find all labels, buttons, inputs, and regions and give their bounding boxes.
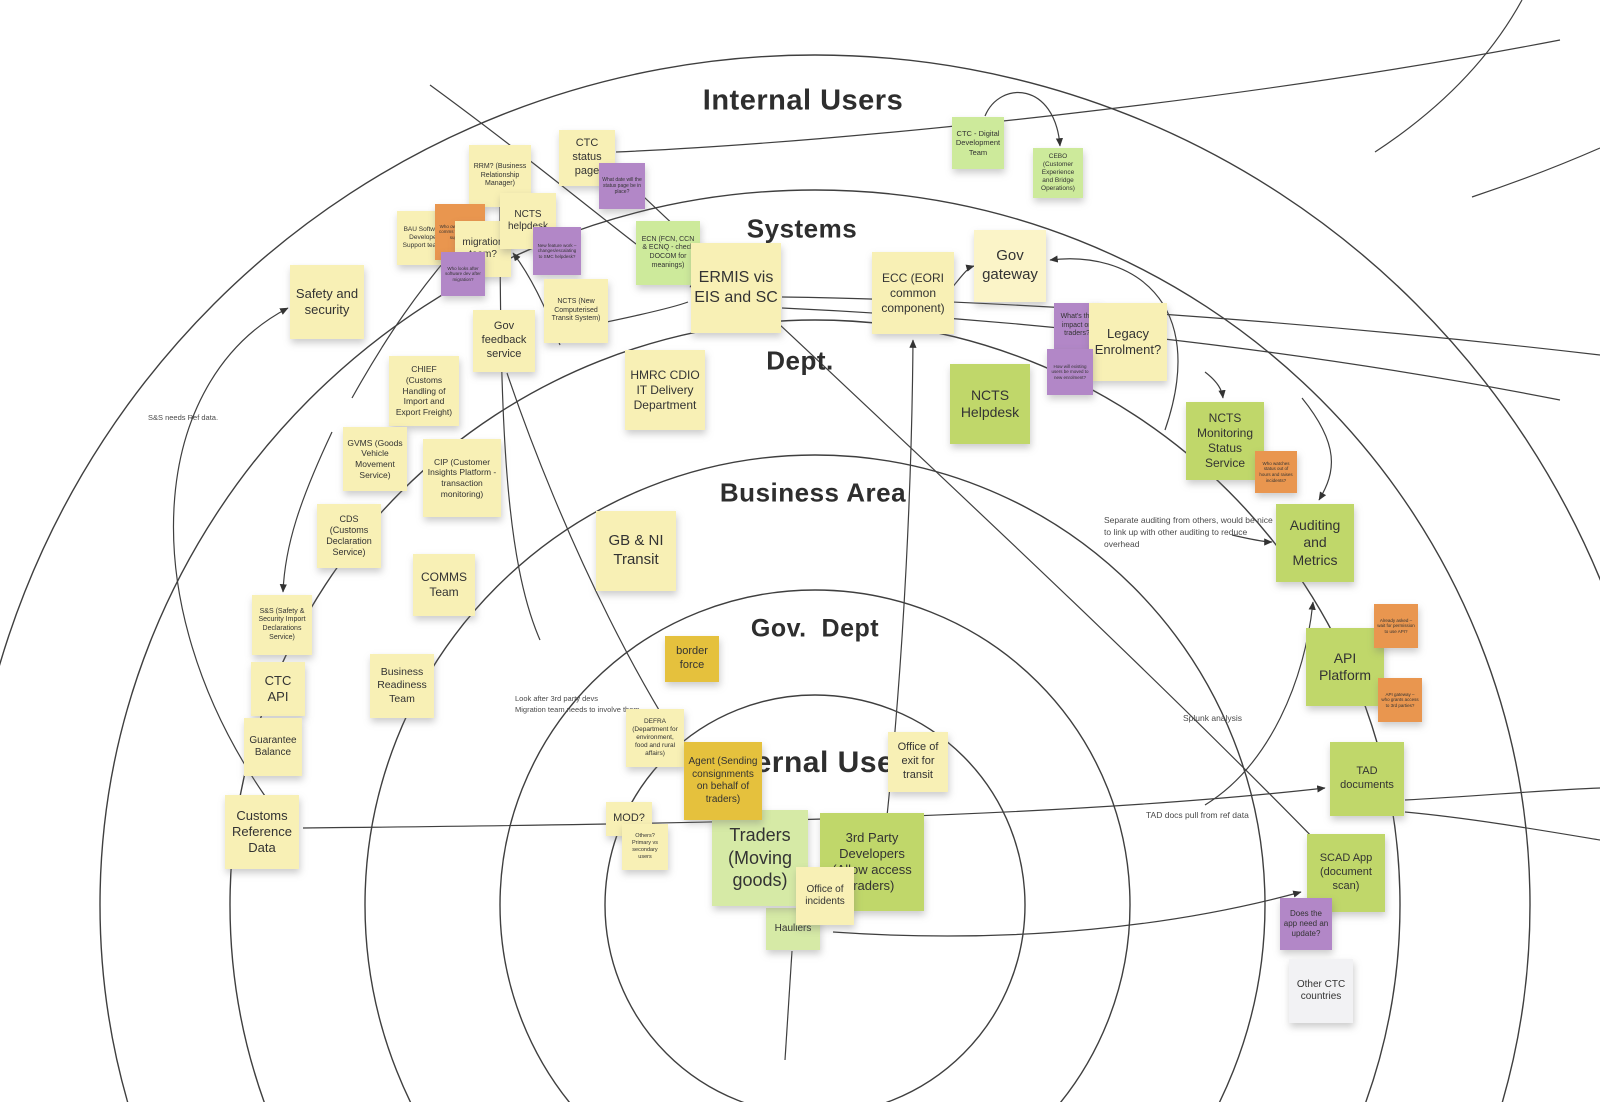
sticky-note-cip[interactable]: CIP (Customer Insights Platform - transa… <box>423 439 501 517</box>
sticky-note-agent[interactable]: Agent (Sending consignments on behalf of… <box>684 742 762 820</box>
ring-circle <box>229 319 1401 1102</box>
sticky-note-ecc[interactable]: ECC (EORI common component) <box>872 252 954 334</box>
sticky-note-ctc-digital-dev-team[interactable]: CTC - Digital Development Team <box>952 117 1004 169</box>
sticky-note-api-question-2[interactable]: API gateway – who grants access to 3rd p… <box>1378 678 1422 722</box>
ring-label-gov-dept[interactable]: Gov. Dept <box>750 614 880 643</box>
annotation-splunk-analysis[interactable]: Splunk analysis <box>1183 713 1243 723</box>
sticky-note-guarantee-balance[interactable]: Guarantee Balance <box>244 718 302 776</box>
annotation-ss-needs-ref-data[interactable]: S&S needs Ref data. <box>148 413 219 422</box>
sticky-note-third-party-developers[interactable]: 3rd Party Developers (Allow access trade… <box>820 813 924 911</box>
sticky-note-ss-import-declarations[interactable]: S&S (Safety & Security Import Declaratio… <box>252 595 312 655</box>
ring-circle <box>0 54 1600 667</box>
sticky-note-others-primary-secondary[interactable]: Others? Primary vs secondary users <box>622 824 668 870</box>
sticky-note-api-question-1[interactable]: Already asked – wait for permission to u… <box>1374 604 1418 648</box>
sticky-note-cds[interactable]: CDS (Customs Declaration Service) <box>317 504 381 568</box>
sticky-note-gvms[interactable]: GVMS (Goods Vehicle Movement Service) <box>343 427 407 491</box>
sticky-note-monitoring-question[interactable]: Who watches status out of hours and rais… <box>1255 451 1297 493</box>
sticky-note-smc-helpdesk-question[interactable]: New feature work – changes/escalating to… <box>533 227 581 275</box>
sticky-note-migration-purple-question[interactable]: Who looks after software dev after migra… <box>441 252 485 296</box>
ring-label-dept[interactable]: Dept. <box>766 345 834 376</box>
sticky-note-ncts-helpdesk[interactable]: NCTS Helpdesk <box>950 364 1030 444</box>
sticky-note-enrolment-question[interactable]: How will existing users be moved to new … <box>1047 349 1093 395</box>
sticky-note-ermis[interactable]: ERMIS vis EIS and SC <box>691 243 781 333</box>
sticky-note-chief[interactable]: CHIEF (Customs Handling of Import and Ex… <box>389 356 459 426</box>
sticky-note-ncts-new-system[interactable]: NCTS (New Computerised Transit System) <box>544 279 608 343</box>
ring-label-internal-users[interactable]: Internal Users <box>702 84 904 117</box>
sticky-note-hmrc-cdio[interactable]: HMRC CDIO IT Delivery Department <box>625 350 705 430</box>
ring-label-business-area[interactable]: Business Area <box>719 477 907 508</box>
sticky-note-gov-feedback[interactable]: Gov feedback service <box>473 310 535 372</box>
sticky-note-office-of-incidents[interactable]: Office of incidents <box>796 867 854 925</box>
sticky-note-status-page-question[interactable]: What date will the status page be in pla… <box>599 163 645 209</box>
annotation-separate-auditing[interactable]: Separate auditing from others, would be … <box>1104 515 1273 549</box>
sticky-note-cebo[interactable]: CEBO (Customer Experience and Bridge Ope… <box>1033 148 1083 198</box>
sticky-note-app-update-question[interactable]: Does the app need an update? <box>1280 898 1332 950</box>
sticky-note-other-ctc-countries[interactable]: Other CTC countries <box>1289 959 1353 1023</box>
concentric-rings <box>0 54 1600 1102</box>
ring-circle <box>604 694 1026 1102</box>
sticky-note-gb-ni-transit[interactable]: GB & NI Transit <box>596 511 676 591</box>
sticky-note-gov-gateway[interactable]: Gov gateway <box>974 230 1046 302</box>
annotation-tad-docs-pull[interactable]: TAD docs pull from ref data <box>1146 810 1249 820</box>
sticky-note-border-force[interactable]: border force <box>665 636 719 682</box>
sticky-note-ctc-api[interactable]: CTC API <box>251 662 305 716</box>
sticky-note-traders[interactable]: Traders (Moving goods) <box>712 810 808 906</box>
sticky-note-office-of-exit[interactable]: Office of exit for transit <box>888 732 948 792</box>
sticky-note-legacy-enrolment[interactable]: Legacy Enrolment? <box>1089 303 1167 381</box>
ring-circle <box>364 454 1266 1102</box>
sticky-note-ecn[interactable]: ECN (FCN, CCN & ECNQ - check DOCOM for m… <box>636 221 700 285</box>
sticky-note-customs-reference-data[interactable]: Customs Reference Data <box>225 795 299 869</box>
sticky-note-api-platform[interactable]: API Platform <box>1306 628 1384 706</box>
sticky-note-ncts-monitoring[interactable]: NCTS Monitoring Status Service <box>1186 402 1264 480</box>
ring-label-systems[interactable]: Systems <box>746 213 858 244</box>
sticky-note-defra[interactable]: DEFRA (Department for environment, food … <box>626 709 684 767</box>
ring-circle <box>499 589 1131 1102</box>
ring-circle <box>99 189 1531 1102</box>
sticky-note-tad-documents[interactable]: TAD documents <box>1330 742 1404 816</box>
sticky-note-auditing-metrics[interactable]: Auditing and Metrics <box>1276 504 1354 582</box>
sticky-note-safety-security[interactable]: Safety and security <box>290 265 364 339</box>
sticky-note-comms-team[interactable]: COMMS Team <box>413 554 475 616</box>
sticky-note-business-readiness-team[interactable]: Business Readiness Team <box>370 654 434 718</box>
